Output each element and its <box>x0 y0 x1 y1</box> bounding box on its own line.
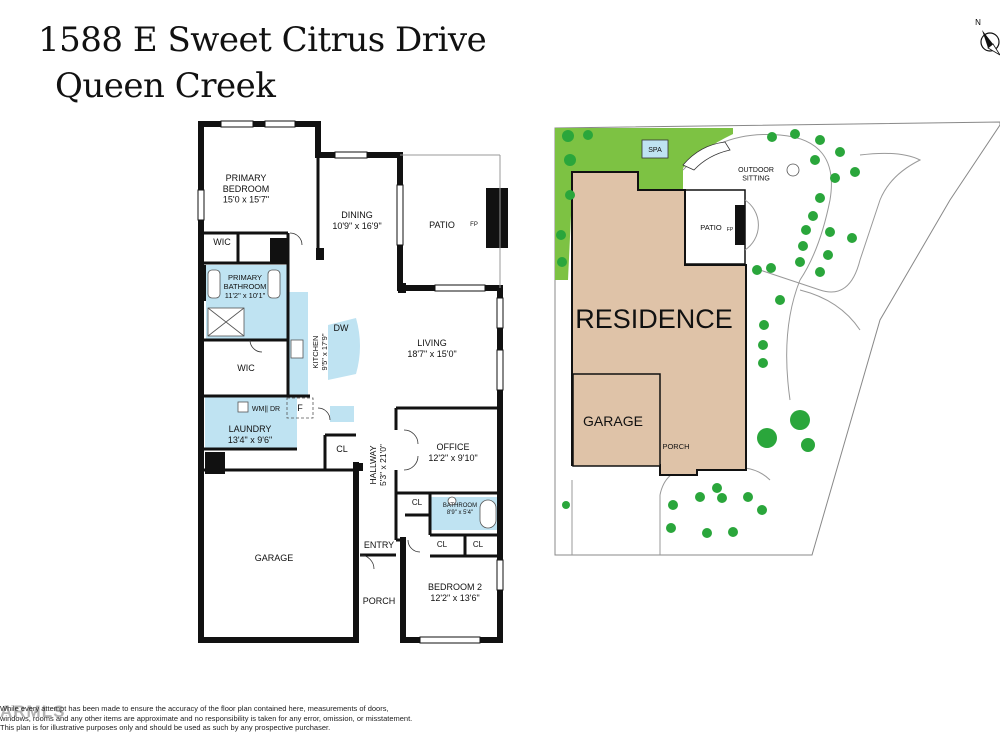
room-label-wic-top: WIC <box>213 237 231 247</box>
site-garage-box <box>572 373 661 467</box>
tree-icon <box>712 483 722 493</box>
tree-icon <box>795 257 805 267</box>
disclaimer-text: While every attempt has been made to ens… <box>0 704 413 732</box>
room-label-wic: WIC <box>237 363 255 373</box>
tree-icon <box>775 295 785 305</box>
tree-icon <box>790 129 800 139</box>
room-label-closet-b2-a: CL <box>437 540 448 549</box>
room-label-fridge: F <box>297 403 303 413</box>
tree-icon <box>808 211 818 221</box>
room-label-porch: PORCH <box>363 596 396 606</box>
site-garage-label: GARAGE <box>583 413 643 429</box>
tree-icon <box>830 173 840 183</box>
tree-icon <box>801 225 811 235</box>
tree-icon <box>798 241 808 251</box>
tree-icon <box>695 492 705 502</box>
tree-icon <box>801 438 815 452</box>
fixtures <box>207 269 497 529</box>
site-patio-label: PATIO <box>700 223 722 232</box>
room-label-patio: PATIO <box>429 220 455 230</box>
room-label-kitchen: KITCHEN9'5" x 17'9" <box>311 333 329 370</box>
tree-icon <box>767 132 777 142</box>
tree-icon <box>790 410 810 430</box>
watermark: ARMLS <box>0 702 66 721</box>
tree-icon <box>666 523 676 533</box>
room-label-closet-office: CL <box>412 498 423 507</box>
residence-label: RESIDENCE <box>575 304 733 334</box>
patio-outline <box>400 154 501 288</box>
tree-icon <box>752 265 762 275</box>
room-label-fireplace: FP <box>470 222 478 228</box>
room-label-garage: GARAGE <box>255 553 294 563</box>
tree-icon <box>717 493 727 503</box>
tree-icon <box>823 250 833 260</box>
tree-icon <box>556 230 566 240</box>
site-porch-label: PORCH <box>662 442 689 451</box>
tree-icon <box>743 492 753 502</box>
tree-icon <box>759 320 769 330</box>
tree-icon <box>850 167 860 177</box>
tree-icon <box>557 257 567 267</box>
tree-icon <box>815 267 825 277</box>
tree-icon <box>757 505 767 515</box>
tree-icon <box>583 130 593 140</box>
tree-icon <box>562 130 574 142</box>
site-fireplace-label: FP <box>727 227 734 233</box>
interior-walls <box>201 155 500 558</box>
site-fireplace-block <box>735 205 745 245</box>
wall-blocks <box>198 188 508 474</box>
room-label-washer-dryer: WM|| DR <box>252 406 280 413</box>
windows <box>197 120 504 644</box>
outdoor-sitting-bench <box>682 141 731 171</box>
room-label-hallway: HALLWAY5'3" x 21'0" <box>368 444 388 486</box>
tree-icon <box>728 527 738 537</box>
room-label-dishwasher: DW <box>334 323 349 333</box>
room-label-entry: ENTRY <box>364 540 394 550</box>
doors <box>249 232 421 570</box>
compass-label: N <box>975 18 981 27</box>
tree-icon <box>758 358 768 368</box>
tree-icon <box>565 190 575 200</box>
fountain-icon <box>786 163 800 177</box>
spa-label: SPA <box>648 147 662 154</box>
site-trees <box>556 129 860 538</box>
tree-icon <box>702 528 712 538</box>
tree-icon <box>562 501 570 509</box>
lawn-area <box>555 128 733 280</box>
tree-icon <box>815 193 825 203</box>
address-title: 1588 E Sweet Citrus Drive <box>38 20 487 60</box>
spa-box <box>641 139 669 159</box>
compass-icon: N <box>975 18 1000 56</box>
tree-icon <box>766 263 776 273</box>
tree-icon <box>564 154 576 166</box>
tree-icon <box>758 340 768 350</box>
tree-icon <box>825 227 835 237</box>
tree-icon <box>668 500 678 510</box>
room-label-closet-hall: CL <box>336 444 348 454</box>
tree-icon <box>847 233 857 243</box>
tree-icon <box>815 135 825 145</box>
city-title: Queen Creek <box>55 66 276 106</box>
tree-icon <box>810 155 820 165</box>
tree-icon <box>757 428 777 448</box>
room-label-closet-b2-b: CL <box>473 540 484 549</box>
tree-icon <box>835 147 845 157</box>
